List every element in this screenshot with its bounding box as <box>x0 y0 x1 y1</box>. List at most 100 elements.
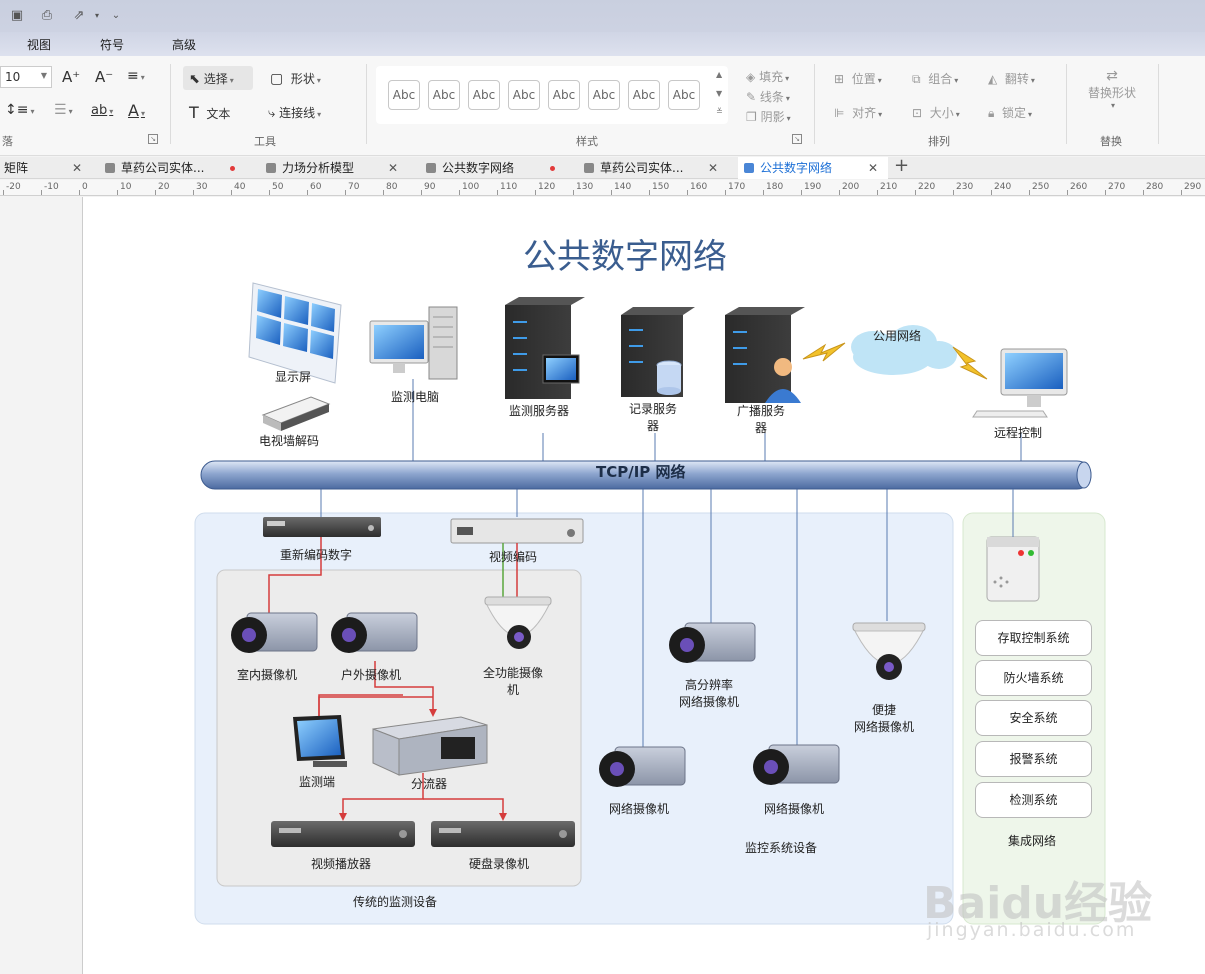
ruler-tick <box>649 190 650 195</box>
document-tab-bar: 矩阵 ✕ 草药公司实体... 力场分析模型 ✕ 公共数字网络 草药公司实体...… <box>0 155 1205 179</box>
tv-decoder-graphic <box>261 396 331 431</box>
menu-tab-view[interactable]: 视图 <box>27 38 52 52</box>
outdoor-camera-label[interactable]: 户外摄像机 <box>341 668 402 682</box>
connector-button[interactable]: ⤷ 连接线▾ <box>268 106 322 121</box>
size-button[interactable]: ⊡ 大小▾ <box>912 106 960 120</box>
monitor-server-label[interactable]: 监测服务器 <box>509 404 570 418</box>
surveillance-group-label[interactable]: 监控系统设备 <box>745 841 818 855</box>
record-server-label[interactable]: 记录服务 器 <box>629 402 678 433</box>
ruler-tick-label: 280 <box>1146 182 1164 192</box>
page-title[interactable]: 公共数字网络 <box>523 237 727 277</box>
save-icon[interactable]: ▣ <box>10 8 24 23</box>
close-icon[interactable]: ✕ <box>388 161 399 175</box>
font-size-select[interactable]: 10▼ <box>0 66 52 88</box>
lock-button[interactable]: 🔒︎ 锁定▾ <box>988 106 1033 120</box>
system-box-detection[interactable]: 检测系统 <box>975 782 1092 818</box>
ruler-tick-label: 100 <box>462 182 480 192</box>
video-encode-label[interactable]: 视频编码 <box>489 550 538 564</box>
doc-tab-matrix[interactable]: 矩阵 <box>0 157 92 179</box>
style-sample-5[interactable]: Abc <box>548 80 580 110</box>
system-box-access[interactable]: 存取控制系统 <box>975 620 1092 656</box>
drawing-canvas[interactable]: 公共数字网络 TCP/IP 网络 公用网络 显示屏 电视墙解码 监测电脑 监测服… <box>82 197 1205 974</box>
doc-tab-public-network-active[interactable]: 公共数字网络 <box>738 157 888 179</box>
player-label[interactable]: 视频播放器 <box>311 857 372 871</box>
font-shrink-icon[interactable]: A⁻ <box>95 68 114 86</box>
close-icon[interactable]: ✕ <box>72 161 83 175</box>
style-sample-2[interactable]: Abc <box>428 80 460 110</box>
display-label[interactable]: 显示屏 <box>275 370 312 384</box>
style-sample-1[interactable]: Abc <box>388 80 420 110</box>
net-camera-2-label[interactable]: 网络摄像机 <box>764 802 825 816</box>
shape-button[interactable]: ▢ 形状▾ <box>270 71 321 87</box>
system-box-security[interactable]: 安全系统 <box>975 700 1092 736</box>
style-sample-4[interactable]: Abc <box>508 80 540 110</box>
doc-tab-herbal-2[interactable]: 草药公司实体... <box>580 157 730 179</box>
position-button[interactable]: ⊞ 位置▾ <box>834 72 882 86</box>
doc-tab-public-network-1[interactable]: 公共数字网络 <box>422 157 572 179</box>
video-encoder-graphic <box>450 518 584 544</box>
monitor-end-label[interactable]: 监测端 <box>299 775 336 789</box>
add-tab-icon[interactable]: + <box>894 155 910 176</box>
menu-tab-advanced[interactable]: 高级 <box>172 38 197 52</box>
paragraph-launcher-icon[interactable]: ↘ <box>148 134 158 144</box>
flip-button[interactable]: ◭ 翻转▾ <box>988 72 1035 86</box>
highlight-icon[interactable]: ab▾ <box>91 103 114 118</box>
select-button[interactable]: ⬉ 选择▾ <box>183 66 253 90</box>
monitor-pc-label[interactable]: 监测电脑 <box>391 390 440 404</box>
fill-button[interactable]: ◈ 填充▾ <box>746 70 790 84</box>
style-sample-6[interactable]: Abc <box>588 80 620 110</box>
font-grow-icon[interactable]: A⁺ <box>62 68 81 86</box>
group-button[interactable]: ⧉ 组合▾ <box>912 72 959 86</box>
splitter-label[interactable]: 分流器 <box>411 777 448 791</box>
watermark-url: jingyan.baidu.com <box>927 919 1137 941</box>
tv-decoder-label[interactable]: 电视墙解码 <box>259 434 320 448</box>
align-icon[interactable]: ≡▾ <box>127 68 145 84</box>
line-spacing-icon[interactable]: ↕≡▾ <box>5 102 35 118</box>
indoor-camera-label[interactable]: 室内摄像机 <box>237 668 298 682</box>
remote-control-graphic <box>972 348 1068 418</box>
integration-group-label[interactable]: 集成网络 <box>1008 834 1057 848</box>
gallery-down-icon[interactable]: ▼ <box>716 89 723 98</box>
net-camera-2-graphic <box>753 744 840 785</box>
replace-group-label: 替换 <box>1100 135 1122 148</box>
remote-label[interactable]: 远程控制 <box>994 426 1043 440</box>
export-dropdown-icon[interactable]: ▾ <box>94 11 99 20</box>
text-tool-icon: T <box>189 103 199 122</box>
cloud-label[interactable]: 公用网络 <box>873 329 922 343</box>
ruler-tick <box>41 190 42 195</box>
doc-tab-force-field[interactable]: 力场分析模型 <box>262 157 412 179</box>
dvr-label[interactable]: 硬盘录像机 <box>469 857 530 871</box>
ptz-camera-label[interactable]: 全功能摄像 机 <box>483 666 544 697</box>
style-sample-3[interactable]: Abc <box>468 80 500 110</box>
broadcast-server-label[interactable]: 广播服务 器 <box>737 404 786 435</box>
list-icon[interactable]: ☰▾ <box>54 102 73 118</box>
gallery-more-icon[interactable]: ≚ <box>716 107 723 116</box>
doc-tab-herbal-1[interactable]: 草药公司实体... <box>101 157 251 179</box>
styles-launcher-icon[interactable]: ↘ <box>792 134 802 144</box>
hd-camera-label[interactable]: 高分辨率 网络摄像机 <box>679 678 740 709</box>
close-icon[interactable]: ✕ <box>708 161 719 175</box>
ruler-tick <box>1143 190 1144 195</box>
close-icon[interactable]: ✕ <box>868 161 879 175</box>
net-camera-1-label[interactable]: 网络摄像机 <box>609 802 670 816</box>
traditional-group-label[interactable]: 传统的监测设备 <box>353 895 438 909</box>
backbone-label[interactable]: TCP/IP 网络 <box>596 463 686 481</box>
replace-shape-button[interactable]: ⇄替换形状▾ <box>1087 68 1136 110</box>
ruler-tick <box>725 190 726 195</box>
portable-camera-label[interactable]: 便捷 网络摄像机 <box>854 703 915 734</box>
export-icon[interactable]: ⇗ <box>73 8 85 23</box>
customize-icon[interactable]: ⌄ <box>111 10 121 21</box>
menu-tab-symbols[interactable]: 符号 <box>100 38 125 52</box>
print-icon[interactable]: ⎙ <box>41 8 53 23</box>
gallery-up-icon[interactable]: ▲ <box>716 70 723 79</box>
system-box-firewall[interactable]: 防火墙系统 <box>975 660 1092 696</box>
font-color-icon[interactable]: A▾ <box>128 101 145 120</box>
style-sample-8[interactable]: Abc <box>668 80 700 110</box>
recode-label[interactable]: 重新编码数字 <box>280 548 353 562</box>
system-box-alarm[interactable]: 报警系统 <box>975 741 1092 777</box>
align-button[interactable]: ⊫ 对齐▾ <box>834 106 883 120</box>
style-sample-7[interactable]: Abc <box>628 80 660 110</box>
line-button[interactable]: ✎ 线条▾ <box>746 90 790 104</box>
text-tool-button[interactable]: T 文本 <box>189 103 230 122</box>
shadow-button[interactable]: ❐ 阴影▾ <box>746 110 791 124</box>
